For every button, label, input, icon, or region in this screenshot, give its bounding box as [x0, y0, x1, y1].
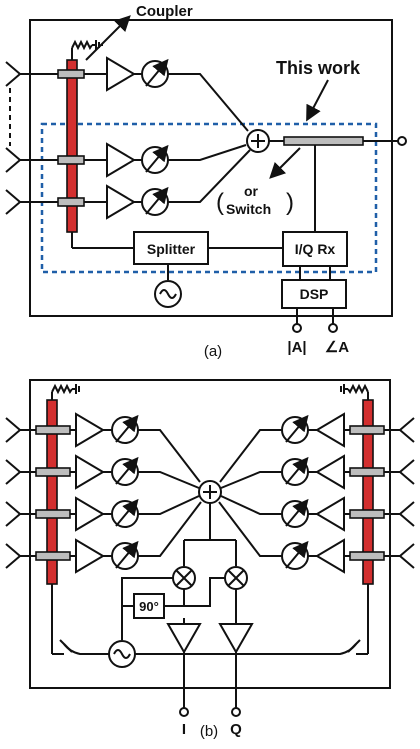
coupler-tab [349, 425, 385, 435]
phase-output-label: ∠A [325, 339, 349, 356]
phase-shifter-icon [281, 456, 309, 486]
coupler-tab [57, 69, 85, 79]
switch-label: Switch [226, 201, 271, 217]
splitter-label: Splitter [147, 241, 196, 257]
power-combiner-icon [198, 480, 222, 504]
baseband-amp-triangle-icon [166, 623, 202, 655]
phase-output-port [328, 323, 338, 333]
lna-triangle-icon [106, 142, 136, 178]
lna-triangle-icon [75, 538, 105, 574]
coupler-tab [57, 155, 85, 165]
antenna-icon [5, 147, 60, 173]
panel-a-caption: (a) [204, 343, 222, 360]
coupler-pointer-arrow [85, 15, 131, 61]
coupler-tab [35, 467, 71, 477]
q-output-port [231, 707, 241, 717]
antenna-icon [5, 61, 60, 87]
panel-a-frame [29, 19, 393, 317]
lo-source-icon [108, 640, 136, 668]
q-output-label: Q [230, 721, 242, 738]
lo-source-icon [154, 280, 182, 308]
baseband-amp-triangle-icon [218, 623, 254, 655]
rf-output-port [397, 136, 407, 146]
lna-triangle-icon [75, 454, 105, 490]
coupler-bar [362, 399, 374, 585]
mixer-icon [224, 566, 248, 590]
coupler-tab [57, 197, 85, 207]
antenna-icon [5, 501, 40, 527]
coupler-tab [349, 467, 385, 477]
antenna-icon [5, 189, 60, 215]
antenna-icon [380, 501, 415, 527]
lna-triangle-icon [106, 56, 136, 92]
phase-shifter-90-label: 90° [139, 599, 159, 614]
lna-triangle-icon [315, 412, 345, 448]
coupler-bar [46, 399, 58, 585]
this-work-pointer-arrow [306, 79, 329, 122]
this-work-label: This work [276, 58, 361, 78]
switch-pointer-arrow [269, 147, 301, 179]
coupler-bar [66, 59, 78, 233]
antenna-icon [5, 417, 40, 443]
coupler-label: Coupler [136, 3, 193, 20]
phase-shifter-icon [111, 498, 139, 528]
phase-shifter-icon [281, 498, 309, 528]
panel-b-frame [29, 379, 391, 689]
or-label: or [244, 183, 259, 199]
phase-shifter-icon [141, 58, 169, 88]
open-paren: ( [216, 189, 224, 216]
mixer-icon [172, 566, 196, 590]
phase-shifter-icon [111, 414, 139, 444]
coupler-tab [35, 509, 71, 519]
coupler-tab [349, 509, 385, 519]
coupler-tab [349, 551, 385, 561]
panel-b-caption: (b) [200, 723, 218, 740]
amplitude-output-port [292, 323, 302, 333]
i-output-port [179, 707, 189, 717]
lna-triangle-icon [75, 496, 105, 532]
iq-rx-label: I/Q Rx [295, 241, 336, 257]
dsp-label: DSP [300, 286, 329, 302]
lna-triangle-icon [75, 412, 105, 448]
antenna-icon [5, 459, 40, 485]
termination-resistor-icon [51, 383, 80, 400]
termination-resistor-icon [340, 383, 369, 400]
phase-shifter-icon [281, 414, 309, 444]
power-combiner-icon [246, 129, 270, 153]
output-coupler-line [283, 136, 364, 146]
phase-shifter-icon [281, 540, 309, 570]
dsp-block [281, 279, 347, 309]
lna-triangle-icon [315, 538, 345, 574]
coupler-tab [35, 551, 71, 561]
phase-shifter-icon [111, 540, 139, 570]
antenna-icon [380, 417, 415, 443]
phase-shifter-icon [141, 144, 169, 174]
this-work-dashed-box [40, 122, 378, 274]
antenna-icon [5, 543, 40, 569]
close-paren: ) [286, 189, 294, 216]
antenna-icon [380, 543, 415, 569]
amplitude-output-label: |A| [287, 339, 306, 356]
phase-shifter-icon [111, 456, 139, 486]
antenna-icon [380, 459, 415, 485]
lna-triangle-icon [315, 496, 345, 532]
coupler-tab [35, 425, 71, 435]
i-output-label: I [182, 721, 186, 738]
lna-triangle-icon [106, 184, 136, 220]
termination-resistor-icon [71, 39, 103, 60]
lna-triangle-icon [315, 454, 345, 490]
phase-shifter-icon [141, 186, 169, 216]
